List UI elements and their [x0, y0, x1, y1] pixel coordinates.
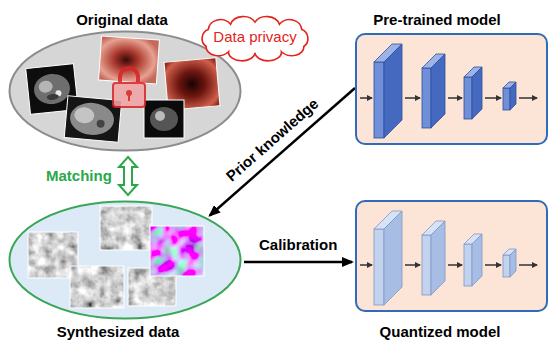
synthetic-images: [70, 266, 124, 308]
medical-images: [120, 68, 138, 84]
edge-label: Matching: [46, 167, 112, 185]
network-layers: [374, 44, 516, 138]
medical-images: [33, 72, 72, 106]
network-layers: [503, 88, 510, 110]
connector-arrow: [119, 157, 137, 195]
network-layers: [485, 264, 501, 266]
medical-images: [155, 111, 165, 121]
connector-arrow: [244, 261, 352, 264]
synthetic-images: [150, 226, 204, 276]
node-outline: [356, 34, 547, 144]
network-layers: [422, 235, 431, 295]
model-box: Pre-trained model: [355, 33, 548, 145]
network-layers: [405, 264, 420, 266]
network-layers: [384, 44, 402, 138]
network-layers: [360, 264, 372, 266]
node-heading: Pre-trained model: [373, 11, 501, 29]
edge-label: Prior knowledge: [223, 95, 323, 186]
network-layers: [422, 68, 431, 128]
network-layers: [448, 264, 462, 266]
thought-cloud: Data privacy: [194, 19, 316, 55]
network-layers: [360, 97, 372, 99]
network-layers: [485, 97, 501, 99]
network-layers: [510, 249, 516, 277]
node-outline: [202, 17, 308, 61]
network-layers: [360, 97, 537, 99]
network-layers: [405, 97, 420, 99]
node-heading: Synthesized data: [57, 323, 180, 341]
network-layers: [360, 264, 537, 266]
synthetic-images: [100, 206, 152, 250]
medical-images: [150, 107, 178, 131]
network-layers: [519, 264, 537, 266]
node-outline: [10, 202, 241, 319]
medical-images: [113, 68, 145, 107]
data-ellipse: Synthesized data: [8, 200, 242, 320]
synthetic-images: [150, 226, 204, 276]
medical-images: [38, 80, 53, 93]
edge-label: Calibration: [259, 236, 337, 254]
cloud-text: Data privacy: [213, 28, 296, 46]
medical-images: [128, 94, 130, 101]
medical-images: [113, 83, 145, 107]
network-layers: [464, 77, 472, 119]
medical-images: [99, 36, 160, 84]
network-layers: [360, 211, 537, 305]
model-box: Quantized model: [355, 200, 548, 312]
synthetic-images: [100, 206, 152, 250]
network-layers: [374, 211, 516, 305]
network-layers: [519, 97, 537, 99]
network-layers: [374, 62, 384, 138]
network-layers: [448, 97, 462, 99]
medical-images: [74, 106, 95, 124]
network-layers: [503, 255, 510, 277]
node-heading: Original data: [76, 11, 168, 29]
network-layers: [464, 244, 472, 286]
medical-images: [69, 101, 116, 137]
network-layers: [431, 221, 445, 295]
medical-images: [96, 119, 105, 128]
network-layers: [510, 82, 516, 110]
medical-images: [47, 93, 60, 100]
network-layers: [472, 234, 482, 286]
medical-images: [144, 100, 184, 138]
node-outline: [356, 201, 547, 311]
node-heading: Quantized model: [380, 323, 501, 341]
network-layers: [374, 229, 384, 305]
network-layers: [384, 211, 402, 305]
synthetic-images: [70, 266, 124, 308]
network-layers: [431, 54, 445, 128]
medical-images: [144, 100, 184, 138]
network-layers: [472, 67, 482, 119]
